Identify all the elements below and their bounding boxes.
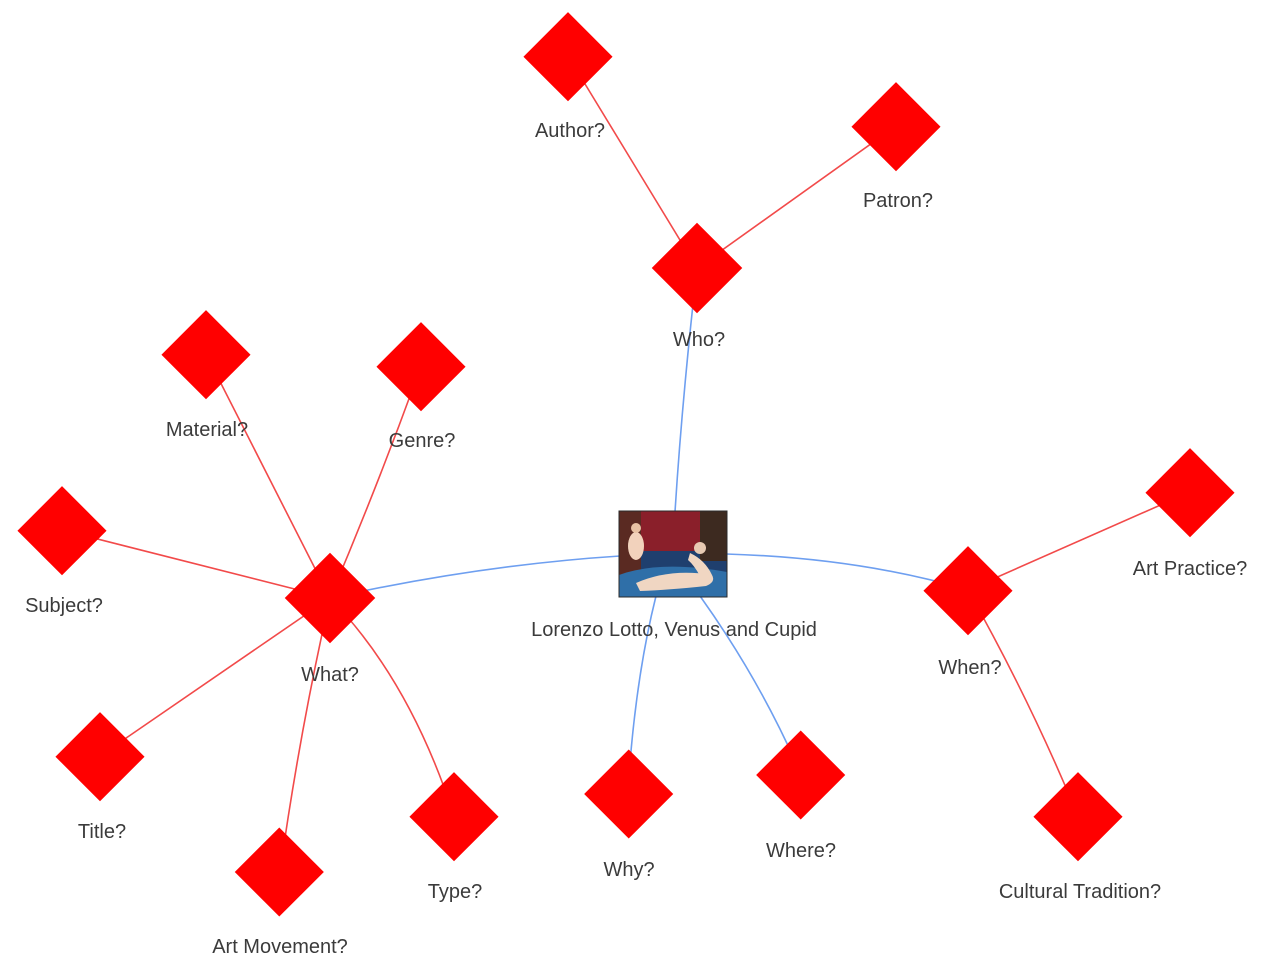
diamond-shape[interactable] <box>1145 448 1235 538</box>
edge-what-type <box>329 597 455 817</box>
node-label-art-practice: Art Practice? <box>1133 558 1247 580</box>
node-art-movement[interactable]: Art Movement? <box>212 827 348 958</box>
node-label-when: When? <box>938 657 1001 679</box>
node-where[interactable]: Where? <box>756 730 846 862</box>
node-cultural-tradition[interactable]: Cultural Tradition? <box>999 772 1161 903</box>
edge-when-culturaltradition <box>967 589 1079 817</box>
edge-root-what <box>329 555 621 599</box>
node-label-title: Title? <box>78 821 126 843</box>
node-patron[interactable]: Patron? <box>851 82 941 212</box>
edge-what-genre <box>329 365 422 599</box>
node-label-subject: Subject? <box>25 595 103 617</box>
edge-what-artmovement <box>279 597 331 873</box>
edge-what-material <box>205 353 331 599</box>
root-label: Lorenzo Lotto, Venus and Cupid <box>531 619 817 641</box>
diamond-shape[interactable] <box>923 546 1013 636</box>
node-when[interactable]: When? <box>923 546 1013 679</box>
node-label-who: Who? <box>673 329 725 351</box>
diamond-shape[interactable] <box>161 310 251 400</box>
diamond-shape[interactable] <box>17 486 107 576</box>
node-material[interactable]: Material? <box>161 310 251 441</box>
node-why[interactable]: Why? <box>584 749 674 881</box>
diamond-shape[interactable] <box>55 712 145 802</box>
node-what[interactable]: What? <box>284 552 376 686</box>
node-label-material: Material? <box>166 419 248 441</box>
node-label-cultural-tradition: Cultural Tradition? <box>999 881 1161 903</box>
diamond-shape[interactable] <box>234 827 324 917</box>
node-genre[interactable]: Genre? <box>376 322 466 452</box>
node-who[interactable]: Who? <box>651 222 743 351</box>
diamond-shape[interactable] <box>284 552 376 644</box>
node-label-author: Author? <box>535 120 605 142</box>
painting-thumbnail-icon <box>618 510 728 598</box>
node-type[interactable]: Type? <box>409 772 499 903</box>
node-label-what: What? <box>301 664 359 686</box>
diamond-shape[interactable] <box>409 772 499 862</box>
node-label-art-movement: Art Movement? <box>212 936 348 958</box>
edge-when-artpractice <box>967 491 1191 591</box>
edge-what-title <box>99 597 331 757</box>
node-author[interactable]: Author? <box>523 12 613 142</box>
node-subject[interactable]: Subject? <box>17 486 107 617</box>
diamond-shape[interactable] <box>376 322 466 412</box>
node-label-genre: Genre? <box>389 430 456 452</box>
node-title[interactable]: Title? <box>55 712 145 843</box>
diamond-shape[interactable] <box>1033 772 1123 862</box>
root-node[interactable]: Lorenzo Lotto, Venus and Cupid <box>531 510 817 641</box>
node-label-why: Why? <box>603 859 654 881</box>
node-label-where: Where? <box>766 840 836 862</box>
edge-who-patron <box>696 125 897 269</box>
edge-what-subject <box>61 529 331 599</box>
node-label-patron: Patron? <box>863 190 933 212</box>
node-label-type: Type? <box>428 881 482 903</box>
edge-who-author <box>567 55 698 269</box>
diamond-shape[interactable] <box>651 222 743 314</box>
diamond-shape[interactable] <box>523 12 613 102</box>
node-art-practice[interactable]: Art Practice? <box>1133 448 1247 580</box>
diamond-shape[interactable] <box>851 82 941 172</box>
diamond-shape[interactable] <box>756 730 846 820</box>
diamond-shape[interactable] <box>584 749 674 839</box>
edges <box>61 55 1191 873</box>
